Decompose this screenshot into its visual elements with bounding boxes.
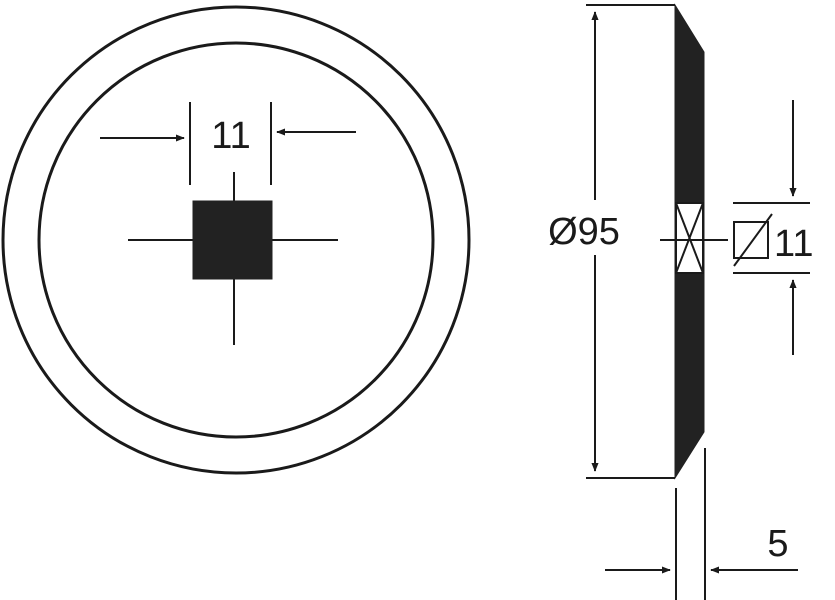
- diameter-label: Ø95: [548, 211, 620, 253]
- profile-hole-cross-2: [675, 202, 704, 274]
- outer-edge-circle: [1, 5, 471, 475]
- front-view: 11: [1, 5, 471, 475]
- thickness-label: 5: [767, 523, 788, 565]
- side-view: Ø95 11 5: [548, 3, 813, 600]
- inner-bevel-circle: [37, 41, 435, 439]
- square-hole-label: 11: [774, 223, 813, 265]
- square-hole: [192, 200, 273, 280]
- square-hole-icon: [733, 213, 773, 267]
- hole-width-dimension-label: 11: [211, 115, 250, 157]
